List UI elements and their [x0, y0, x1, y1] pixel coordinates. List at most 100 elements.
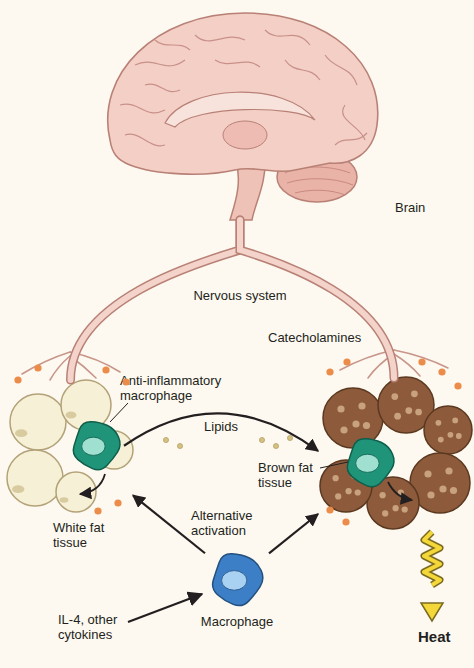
lipid-droplet: [358, 402, 365, 409]
cell-nucleus: [356, 454, 379, 472]
nerve-ending: [340, 350, 394, 370]
lipid-droplet: [382, 510, 388, 516]
cytokine-arrow: [128, 594, 202, 622]
brown-fat-cluster-shape: [318, 378, 470, 528]
white-fat-cell: [7, 450, 63, 506]
nerve-ending: [50, 356, 70, 380]
cell-label: Macrophage: [192, 614, 282, 629]
lipid-droplet: [340, 426, 347, 433]
lipid-droplet: [392, 505, 398, 511]
cytokine-label: IL-4, other cytokines: [58, 612, 153, 642]
macrophage-cell: Macrophage: [205, 548, 269, 610]
nerve-ending: [394, 354, 420, 376]
brown-fat-macrophage: [347, 439, 394, 487]
catecholamine-dot: [342, 518, 349, 525]
arrow-line: [269, 514, 318, 553]
output-label: Heat: [418, 628, 468, 646]
white-fat-cell: [56, 472, 96, 512]
cell-nucleus: [222, 571, 247, 591]
lipid-droplet: [287, 435, 292, 440]
lipid-droplet: [337, 405, 344, 412]
lipid-droplet: [427, 491, 434, 498]
anti-inflammatory-macrophage: [73, 422, 120, 470]
nerve-ending: [70, 356, 96, 378]
brain-gyrus: [135, 60, 185, 66]
lipid-droplet: [332, 475, 338, 481]
cell-nucleus: [66, 412, 77, 419]
brain-label: Brain: [395, 200, 455, 215]
cerebellum-fold: [287, 179, 353, 185]
nerve-ending: [368, 354, 394, 378]
nerve-ending: [70, 352, 120, 372]
macrophage-cell-shape: [68, 418, 124, 472]
lipid-droplet: [379, 492, 385, 498]
catecholamine-dot: [14, 376, 21, 383]
catecholamine-dot: [454, 382, 461, 389]
macrophage-cell-shape: [205, 548, 269, 610]
brain-gyrus: [120, 104, 165, 113]
heat-wave: [424, 532, 440, 585]
catecholamine-dot: [343, 358, 350, 365]
lipid-droplet: [355, 489, 361, 495]
arrow-connector: [124, 413, 318, 451]
catecholamine-dot: [34, 364, 41, 371]
lipid-droplet: [438, 437, 444, 443]
brain-illustration: Brain: [95, 5, 385, 220]
lipid-droplet: [163, 437, 168, 442]
lipid-droplet: [456, 433, 462, 439]
white-fat-cell: [10, 394, 66, 450]
lipid-droplet: [452, 418, 458, 424]
system-label: Nervous system: [180, 288, 300, 303]
brain-gyrus: [125, 134, 165, 146]
catecholamine-dot: [438, 368, 445, 375]
arrow-connector: [269, 514, 318, 553]
brain-gyrus: [285, 60, 320, 80]
brain-gyrus: [343, 105, 365, 140]
lipid-droplet: [436, 420, 442, 426]
lipid-droplet: [259, 437, 264, 442]
lipid-droplet: [415, 409, 422, 416]
brain-gyrus: [335, 133, 367, 145]
brown-fat-cell: [424, 406, 472, 454]
lipid-droplet: [411, 390, 418, 397]
cell-nucleus: [82, 437, 105, 455]
lipid-droplet: [273, 443, 278, 448]
cell-label: Anti-inflammatory macrophage: [120, 373, 245, 403]
brain-gyrus: [325, 55, 357, 85]
catecholamine-dot: [418, 358, 425, 365]
lipid-droplet: [352, 420, 359, 427]
lipid-droplet: [402, 506, 408, 512]
heat-arrow-head: [421, 603, 443, 621]
brown-fat-cell: [323, 388, 383, 448]
white-fat-cluster: White fat tissueAnti-inflammatory macrop…: [8, 380, 133, 510]
brain-gyrus: [195, 35, 245, 41]
cell-nucleus: [60, 497, 69, 503]
lipid-droplet: [445, 467, 452, 474]
heat-wave-outline: [424, 532, 440, 585]
tissue-label: Brown fat tissue: [258, 460, 328, 490]
tissue-label: White fat tissue: [53, 520, 133, 550]
leader-line: [110, 403, 128, 422]
cerebellum-fold: [295, 190, 345, 195]
edge-label: Lipids: [196, 419, 246, 434]
lipid-droplet: [424, 470, 431, 477]
brain-gyrus: [155, 40, 190, 50]
lipid-droplet: [177, 443, 182, 448]
thalamus: [223, 121, 267, 149]
cerebrum: [108, 13, 378, 174]
catecholamine-dot: [114, 499, 121, 506]
macrophage-cell: Anti-inflammatory macrophage: [68, 418, 124, 472]
catecholamine-dot: [94, 507, 101, 514]
lipid-droplet: [439, 485, 446, 492]
lipid-droplet: [345, 488, 351, 494]
lipid-droplet: [450, 487, 457, 494]
macrophage-cell: [213, 554, 263, 606]
lipid-droplet: [391, 393, 398, 400]
nerve-ending: [22, 352, 70, 374]
lipid-droplet: [405, 407, 412, 414]
catecholamine-dot: [326, 368, 333, 375]
nerve-ending: [394, 350, 448, 368]
lipid-droplet: [363, 422, 370, 429]
brown-fat-cluster: Brown fat tissue: [318, 378, 470, 528]
lipid-droplets: [163, 435, 292, 448]
